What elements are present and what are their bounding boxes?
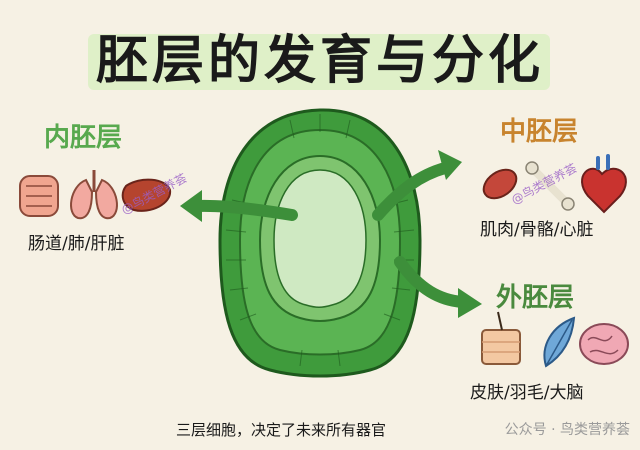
watermark: 公众号 · 鸟类营养荟 [504,422,630,438]
mesoderm-label: 中胚层 [500,117,579,147]
brain-icon [579,323,629,365]
bone-icon [525,161,575,211]
page-title: 胚层的发育与分化 [95,31,544,91]
ectoderm-label: 外胚层 [496,283,575,313]
embryo-diagram [218,108,422,378]
caption: 三层细胞，决定了未来所有器官 [176,421,387,439]
title-band [88,34,550,90]
lungs-icon [70,170,118,220]
ectoderm-organs: 皮肤/羽毛/大脑 [470,383,584,403]
mesoderm-organs: 肌肉/骨骼/心脏 [480,220,594,240]
heart-icon [581,154,627,214]
cavity [273,169,367,308]
arrow-inner [180,190,298,222]
liver-icon [121,178,172,212]
muscle-icon [482,168,518,200]
endoderm-label: 内胚层 [44,123,123,153]
intestine-icon [19,175,59,217]
skin-icon [481,311,521,365]
arrow-middle [372,150,462,221]
feather-icon [543,316,576,368]
arrow-outer [394,256,482,318]
endoderm-organs: 肠道/肺/肝脏 [28,234,125,254]
